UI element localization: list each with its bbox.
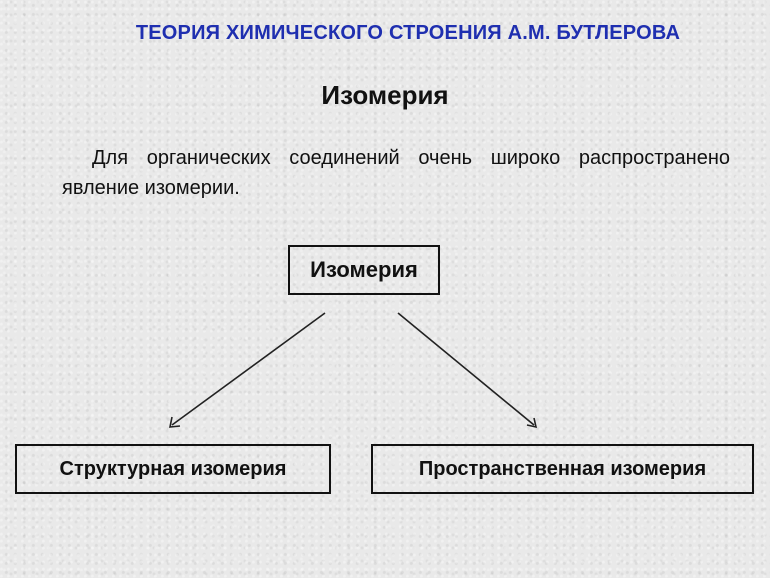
node-structural-isomerism: Структурная изомерия <box>15 444 331 494</box>
arrow-to-spatial <box>397 312 535 426</box>
node-isomerism: Изомерия <box>288 245 440 295</box>
arrowhead-structural <box>169 416 181 428</box>
arrow-to-structural <box>171 312 326 426</box>
node-spatial-isomerism: Пространственная изомерия <box>371 444 754 494</box>
arrowhead-spatial <box>526 417 538 429</box>
slide-title: ТЕОРИЯ ХИМИЧЕСКОГО СТРОЕНИЯ А.М. БУТЛЕРО… <box>135 22 681 44</box>
section-heading: Изомерия <box>321 80 449 110</box>
intro-paragraph: Для органических соединений очень широко… <box>62 147 730 199</box>
